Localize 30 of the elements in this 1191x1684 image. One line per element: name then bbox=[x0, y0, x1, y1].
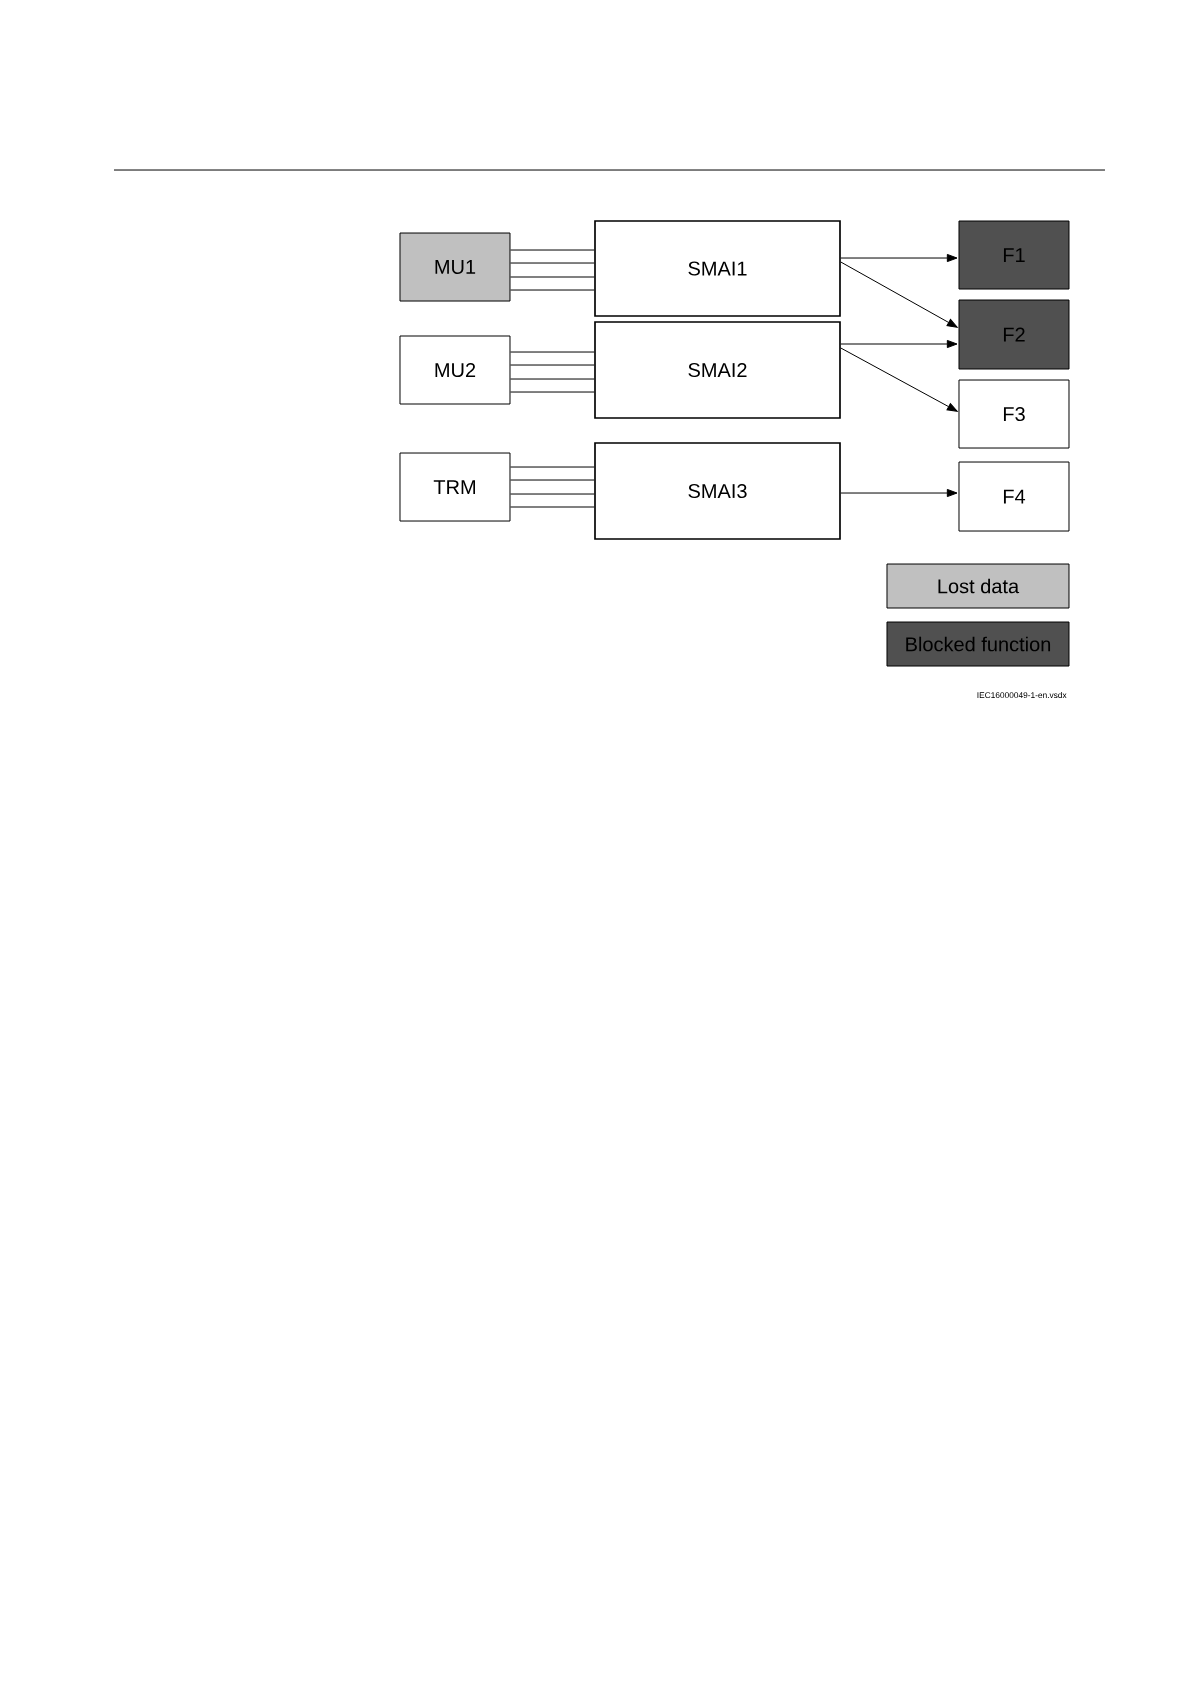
connector-line bbox=[510, 262, 595, 264]
source-box: MU1 bbox=[399, 232, 511, 302]
arrow bbox=[840, 488, 958, 498]
function-box: F1 bbox=[958, 220, 1070, 290]
arrow bbox=[840, 261, 958, 328]
connector-line bbox=[510, 364, 595, 366]
arrow bbox=[840, 339, 958, 349]
legend-label: Lost data bbox=[938, 578, 1020, 594]
process-box: SMAI1 bbox=[594, 220, 841, 317]
connector-line bbox=[510, 276, 595, 278]
connector-line bbox=[510, 493, 595, 495]
connector-line bbox=[510, 378, 595, 380]
legend-label: Blocked function bbox=[906, 636, 1051, 652]
process-box: SMAI3 bbox=[594, 442, 841, 540]
process-box: SMAI2 bbox=[594, 321, 841, 419]
function-box: F4 bbox=[958, 461, 1070, 532]
arrow bbox=[840, 347, 958, 412]
connector-line bbox=[510, 506, 595, 508]
connector-line bbox=[510, 351, 595, 353]
connector-line bbox=[510, 249, 595, 251]
connector-line bbox=[510, 289, 595, 291]
arrow bbox=[840, 253, 958, 263]
figure-id: IEC16000049-1-en.vsdx bbox=[977, 691, 1067, 699]
connector-line bbox=[510, 466, 595, 468]
function-box: F2 bbox=[958, 299, 1070, 370]
function-box: F3 bbox=[958, 379, 1070, 449]
connector-line bbox=[510, 479, 595, 481]
source-box: MU2 bbox=[399, 335, 511, 405]
source-box: TRM bbox=[399, 452, 511, 522]
connector-line bbox=[510, 391, 595, 393]
